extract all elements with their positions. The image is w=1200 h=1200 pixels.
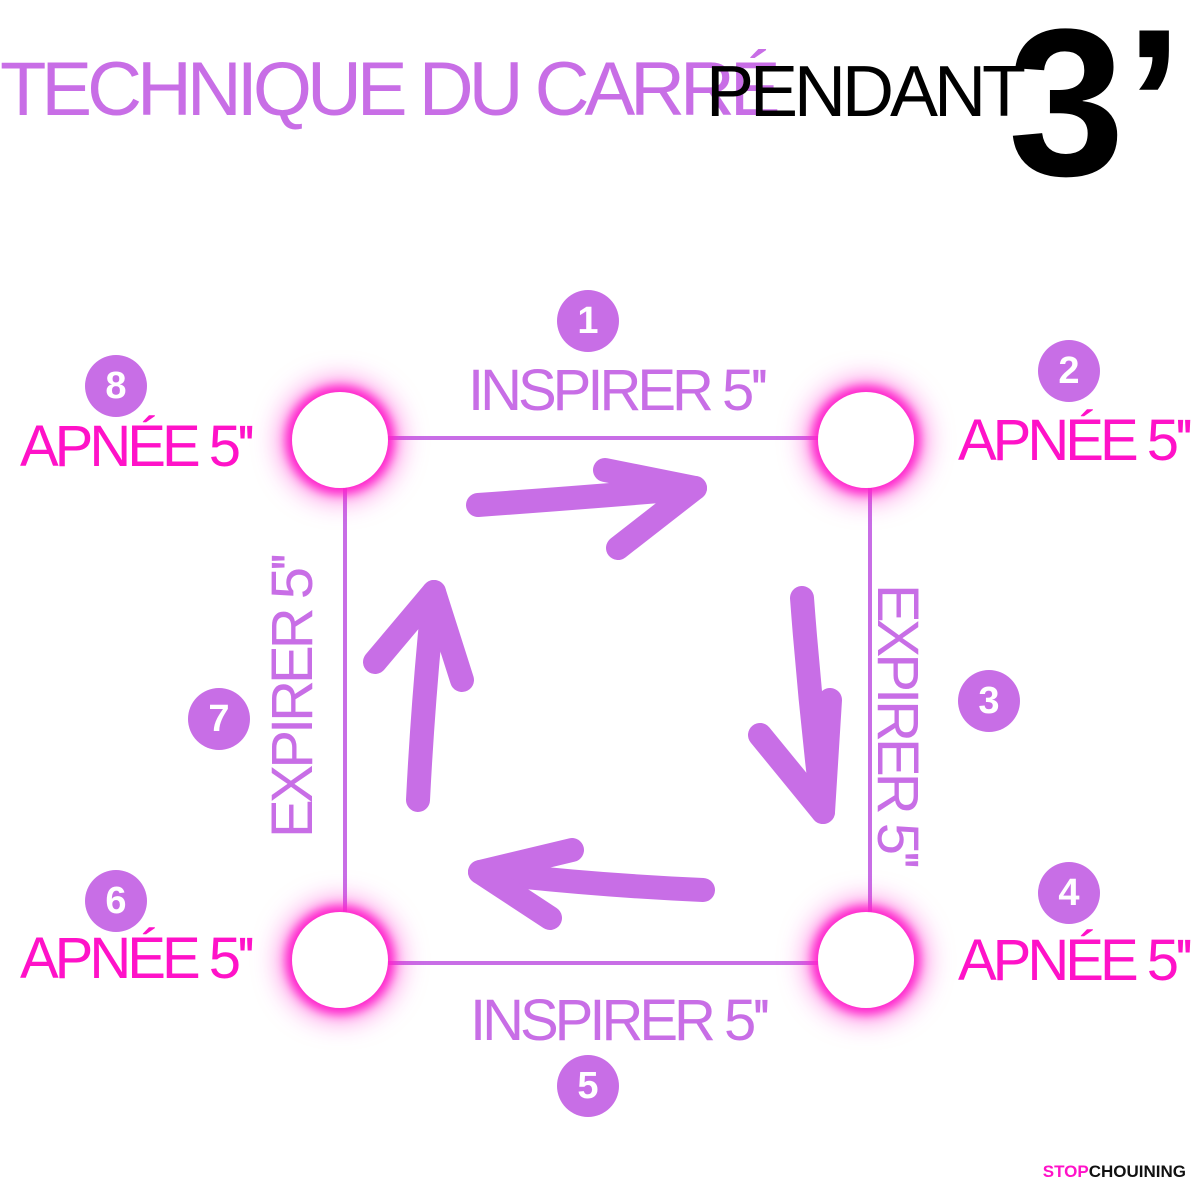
step-7-label: EXPIRER 5'' [260, 556, 325, 838]
corner-circle-top-right [818, 392, 914, 488]
step-4-label: APNÉE 5'' [958, 928, 1193, 993]
title-duration: 3’ [1008, 0, 1184, 220]
step-5-label: INSPIRER 5'' [470, 988, 770, 1053]
step-1-label: INSPIRER 5'' [468, 358, 768, 423]
step-2-badge: 2 [1038, 340, 1100, 402]
arrow-down-icon [748, 586, 842, 824]
step-4-badge: 4 [1038, 862, 1100, 924]
step-5-badge: 5 [557, 1055, 619, 1117]
breathing-square [343, 436, 872, 965]
step-2-label: APNÉE 5'' [958, 408, 1193, 473]
corner-circle-top-left [292, 392, 388, 488]
arrow-left-icon [468, 838, 715, 930]
brand-part-chouining: CHOUINING [1088, 1162, 1186, 1181]
arrow-right-icon [466, 458, 707, 560]
brand-part-stop: STOP [1042, 1162, 1089, 1181]
step-1-badge: 1 [557, 290, 619, 352]
step-3-badge: 3 [958, 670, 1020, 732]
step-7-badge: 7 [188, 688, 250, 750]
corner-circle-bottom-left [292, 912, 388, 1008]
title-technique: TECHNIQUE DU CARRÉ [0, 47, 781, 132]
step-8-badge: 8 [85, 355, 147, 417]
step-6-badge: 6 [85, 870, 147, 932]
step-6-label: APNÉE 5'' [20, 926, 255, 991]
brand-logo: STOPCHOUINING [1043, 1162, 1186, 1182]
arrow-up-icon [363, 580, 474, 812]
title-pendant: PENDANT [706, 52, 1026, 132]
corner-circle-bottom-right [818, 912, 914, 1008]
step-3-label: EXPIRER 5'' [865, 584, 930, 866]
step-8-label: APNÉE 5'' [20, 414, 255, 479]
